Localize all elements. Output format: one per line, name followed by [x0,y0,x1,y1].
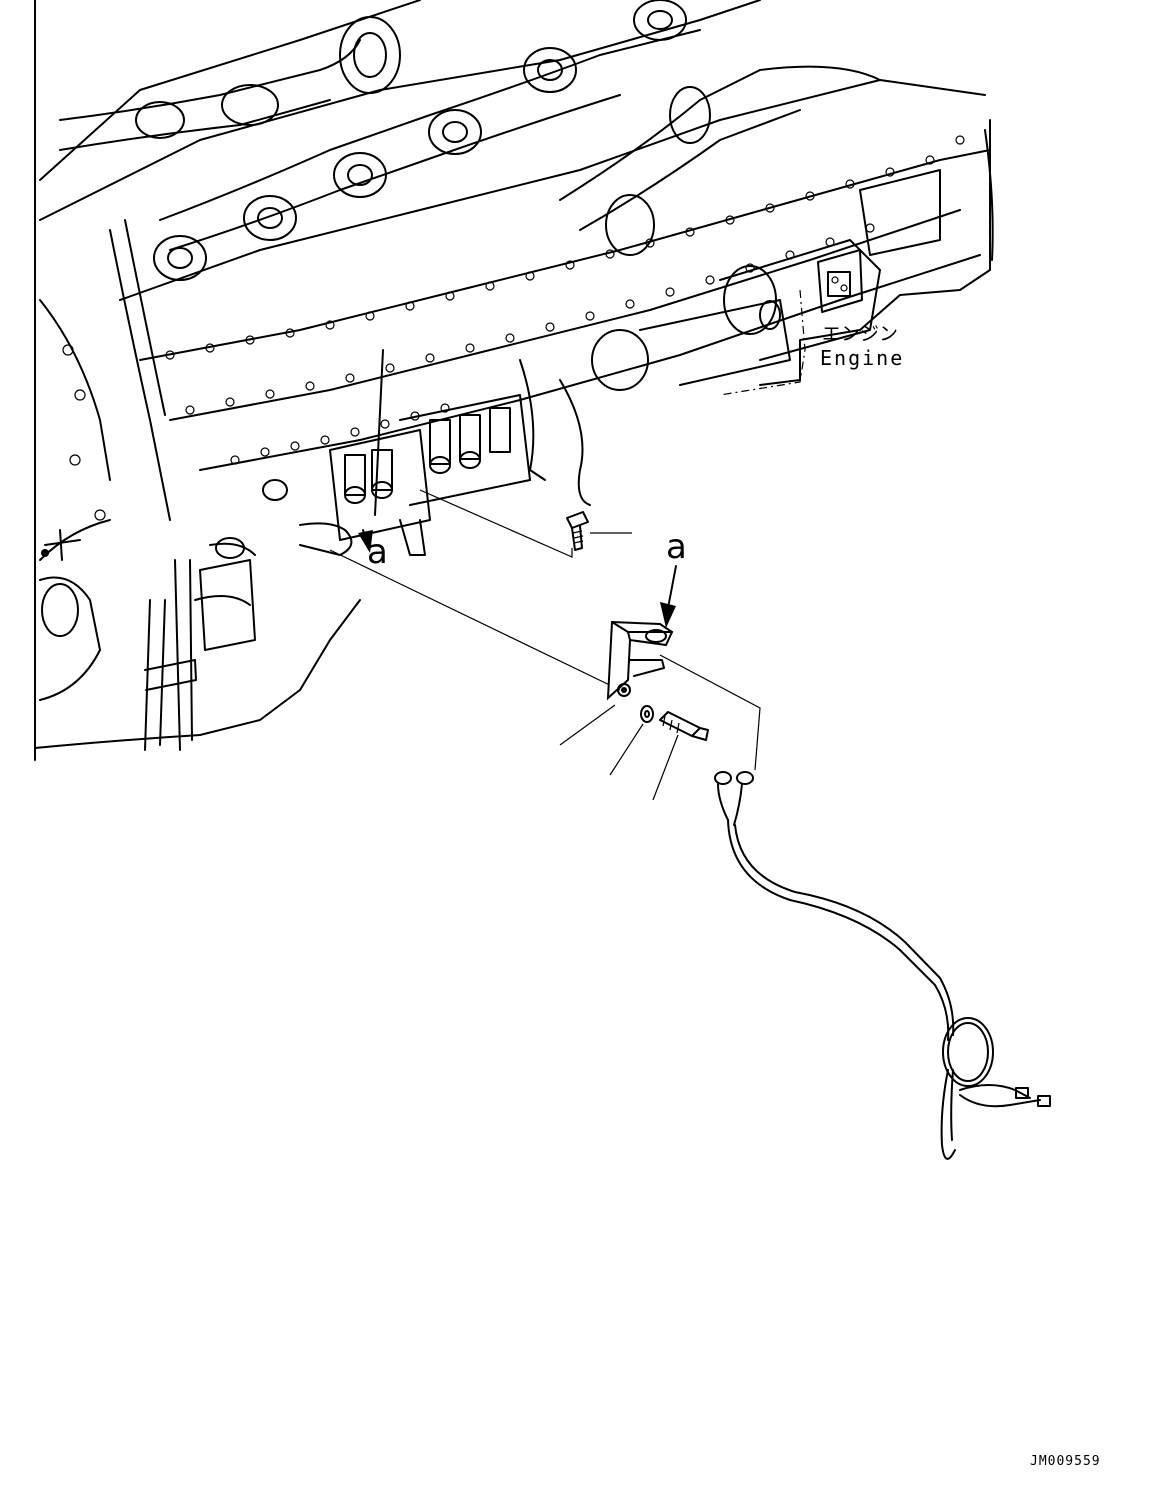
bolt-row-upper [165,135,965,360]
hex-bolt [659,711,709,741]
washer [640,705,654,723]
view-a-arrow-bracket [660,565,677,628]
leader-bolt [652,734,679,801]
mounting-bracket [606,620,674,701]
view-a-indicator-engine [358,349,384,553]
view-a-label-bracket: a [666,527,687,567]
engine-connector-flange [817,249,863,313]
mounting-bolt-upper [566,511,632,551]
leader-bracket [559,704,616,746]
bolt-row-bottom [230,403,450,465]
view-a-label-engine: a [367,532,388,572]
leader-line-bracket-to-harness [659,654,761,771]
injector-caps [153,0,687,281]
engine-assembly [34,0,994,761]
wiring-harness [714,771,1051,1160]
leader-washer [609,723,644,776]
leader-line-bracket [329,549,621,691]
engine-label-en: Engine [820,346,904,370]
leader-line-upper-bolt [419,489,573,558]
engine-label-jp: エンジン [822,323,898,345]
valve-block [262,359,591,556]
drawing-code: JM009559 [1030,1454,1101,1469]
